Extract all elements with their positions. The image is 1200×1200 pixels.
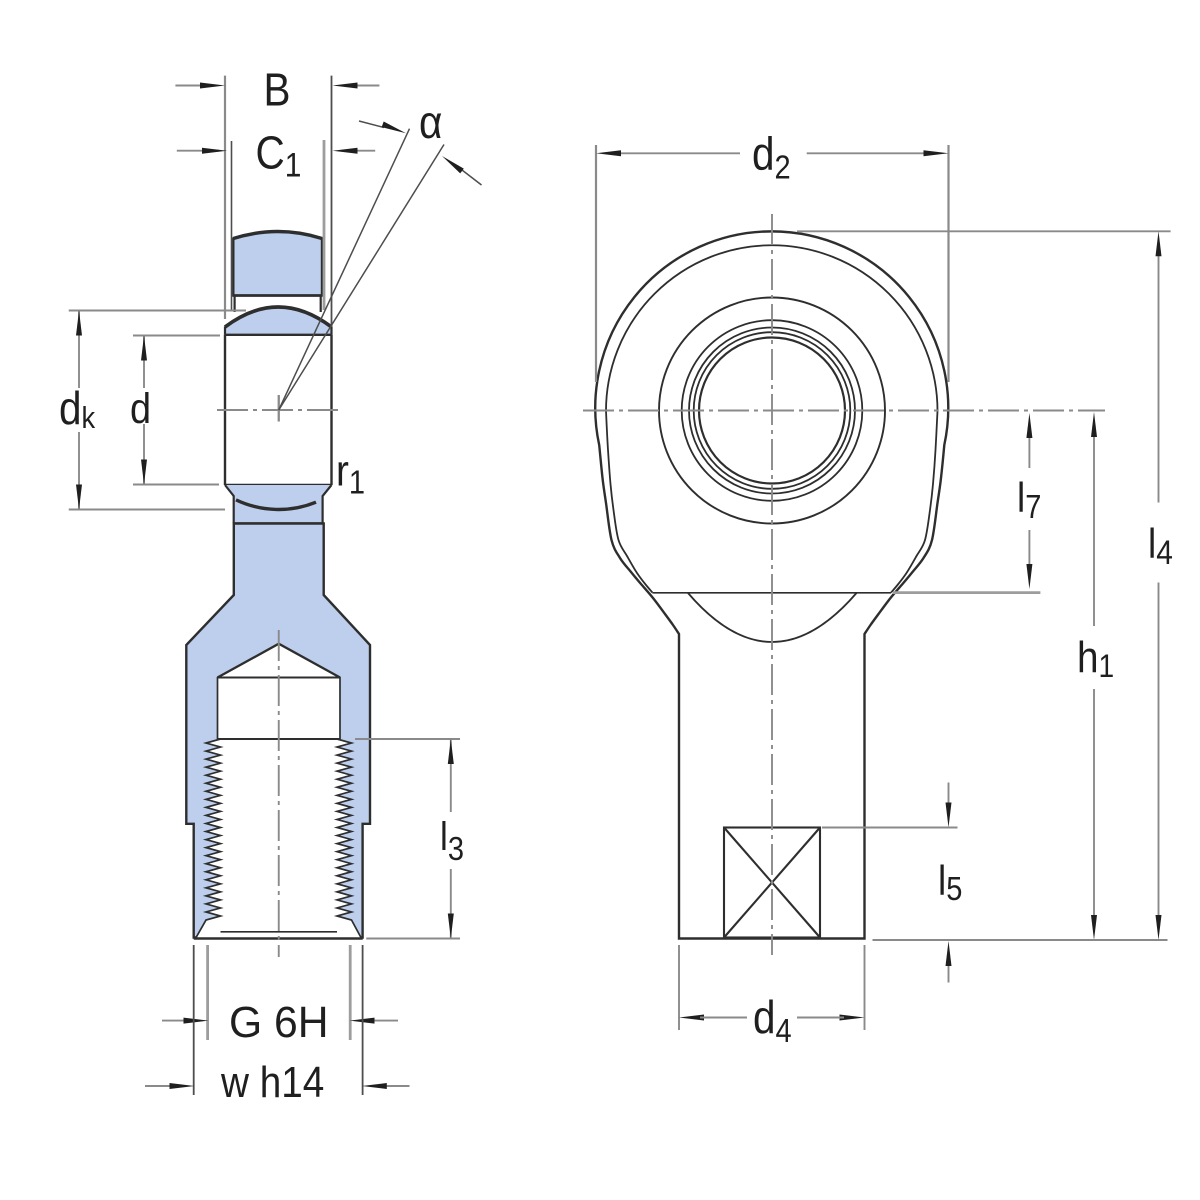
svg-text:w h14: w h14 (220, 1057, 324, 1107)
svg-text:B: B (264, 65, 291, 116)
svg-text:α: α (419, 97, 442, 148)
svg-text:C1: C1 (256, 128, 302, 184)
svg-text:d: d (130, 384, 151, 433)
svg-text:G 6H: G 6H (229, 998, 329, 1047)
svg-text:d4: d4 (753, 993, 792, 1050)
